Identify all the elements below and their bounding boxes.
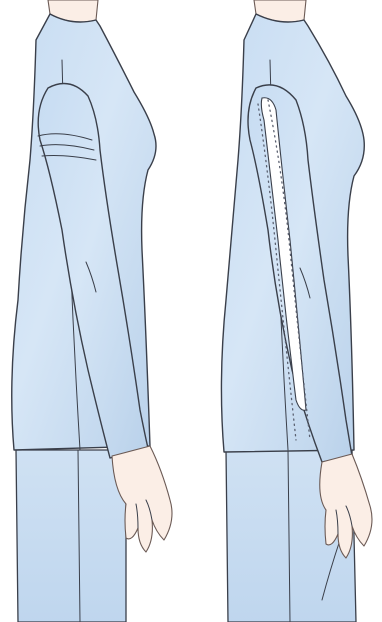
left-pants [16, 450, 126, 622]
right-figure [221, 0, 372, 622]
left-figure [12, 0, 172, 622]
